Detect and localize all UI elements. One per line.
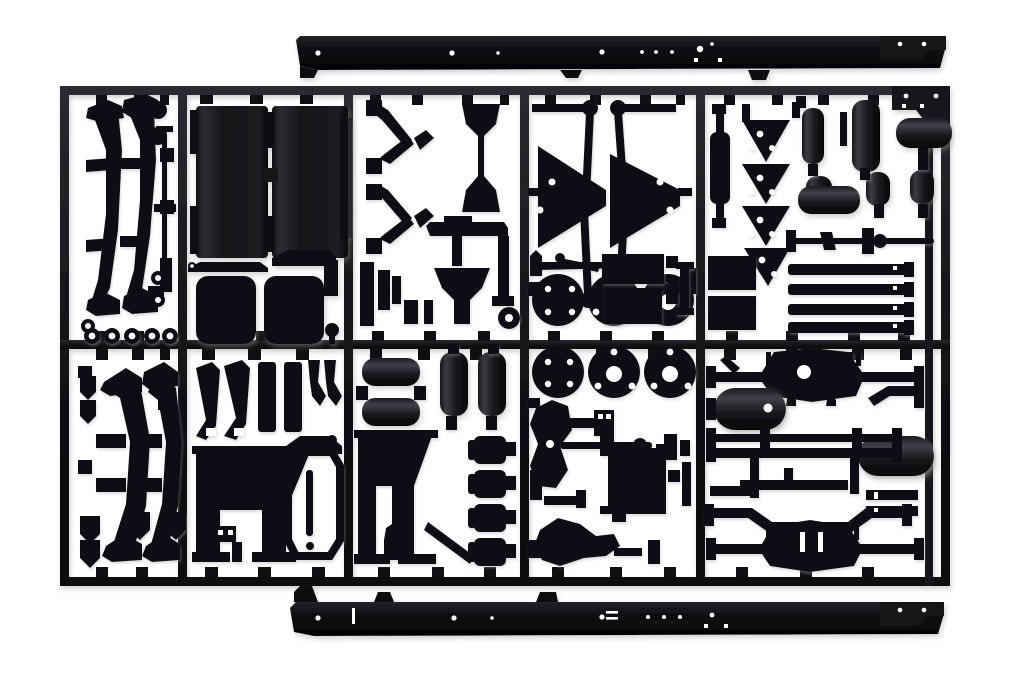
battery-box-right xyxy=(264,276,324,344)
axle-housing-rear xyxy=(712,520,918,572)
step-plate-2 xyxy=(788,284,908,295)
step-plate-1 xyxy=(788,264,908,275)
chassis-rail-upper xyxy=(296,36,946,80)
step-plate-4 xyxy=(788,322,908,333)
air-bellow-2 xyxy=(474,470,506,498)
air-tank-h1 xyxy=(896,118,952,148)
air-reservoir-3 xyxy=(440,352,468,416)
fuel-tank-oval-1 xyxy=(714,388,786,430)
bay-6-leaf-springs xyxy=(78,362,186,568)
air-tank-h2 xyxy=(798,186,860,214)
brake-drum-1 xyxy=(532,274,584,326)
air-bellow-4 xyxy=(474,538,506,566)
air-bellow-1 xyxy=(474,436,506,464)
sprue-runner-frame xyxy=(60,86,950,586)
mounting-plate-b xyxy=(708,296,756,330)
bay-9-axles-gearbox xyxy=(528,346,696,566)
bell-housing-a xyxy=(462,104,500,212)
bay-2-fuel-tanks xyxy=(188,106,352,344)
mounting-plate-a xyxy=(708,256,756,290)
axle-housing-front xyxy=(712,348,918,402)
triangular-gusset-3 xyxy=(742,206,790,246)
battery-box-left xyxy=(196,276,256,344)
trapezoid-bracket-b xyxy=(610,154,680,248)
air-reservoir-2 xyxy=(362,398,420,426)
bay-4-gearbox-blocks xyxy=(602,254,694,324)
step-plate-3 xyxy=(788,304,908,315)
bay-7-fifth-wheel xyxy=(192,360,344,562)
chassis-rail-lower xyxy=(290,586,944,636)
trapezoid-bracket-a xyxy=(538,146,606,248)
air-tank-v5 xyxy=(910,170,934,204)
bay-3-torque-rods xyxy=(360,100,520,329)
triangular-gusset-2 xyxy=(742,164,790,204)
air-tank-v1 xyxy=(802,108,824,164)
air-reservoir-1 xyxy=(362,358,420,386)
gearbox-body xyxy=(608,454,666,506)
air-tank-v4 xyxy=(866,172,890,206)
bay-1-leaf-springs xyxy=(81,94,178,344)
air-bellow-3 xyxy=(474,504,506,532)
fifth-wheel-plate xyxy=(196,452,310,552)
bay-8-air-reservoirs xyxy=(354,344,516,566)
bell-housing-b xyxy=(434,268,490,324)
fuel-tank-right xyxy=(272,106,348,258)
fuel-tank-left xyxy=(196,106,268,258)
bay-10-axle-housings xyxy=(704,348,934,572)
air-tank-v2 xyxy=(852,100,880,172)
bay-5-air-tanks xyxy=(708,96,952,335)
triangular-gusset-1 xyxy=(742,120,790,162)
air-reservoir-4 xyxy=(478,352,506,416)
